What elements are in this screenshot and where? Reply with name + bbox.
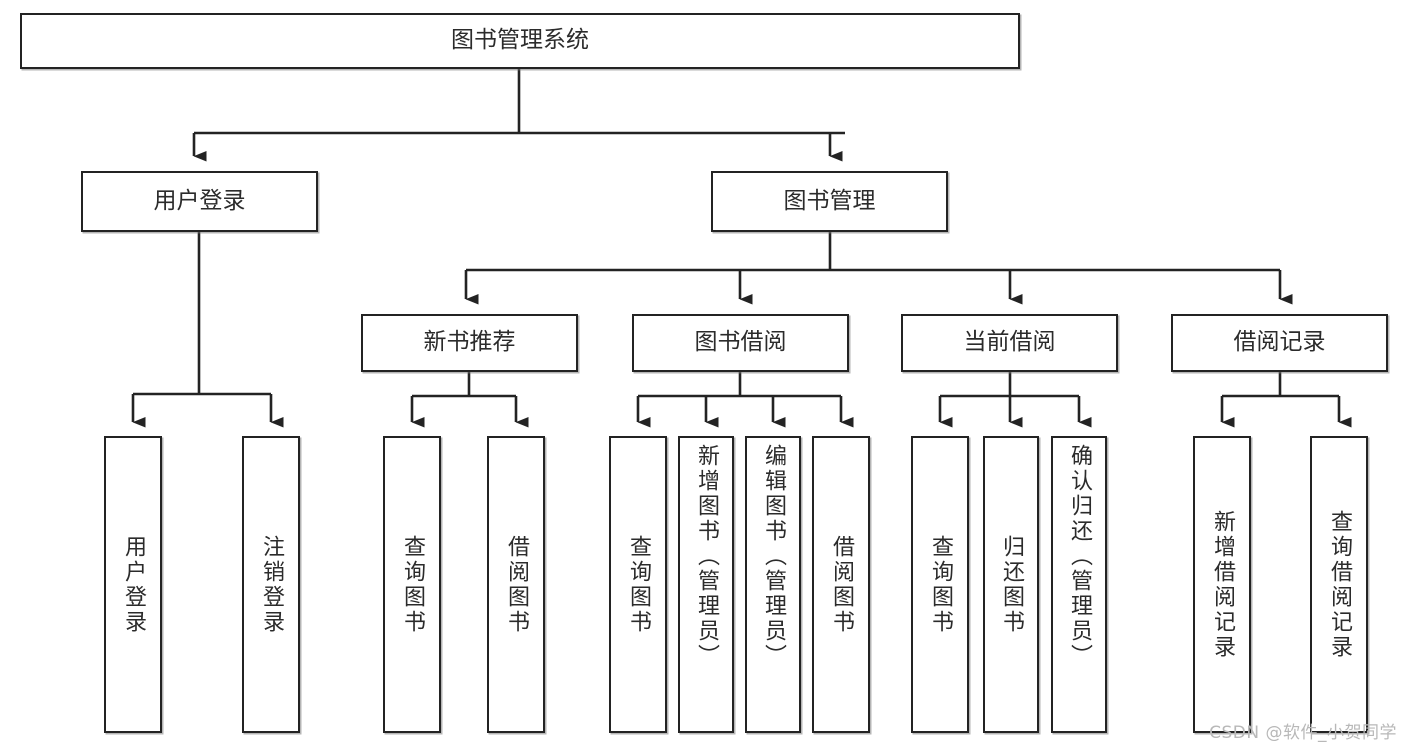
node-label: 借阅图书 xyxy=(504,534,529,635)
leaf-current-confirm-return[interactable]: 确认归还（管理员） xyxy=(1051,436,1107,733)
node-label: 归还图书 xyxy=(999,534,1024,635)
node-root-system[interactable]: 图书管理系统 xyxy=(20,13,1020,69)
node-label: 查询借阅记录 xyxy=(1327,509,1352,660)
leaf-current-query-book[interactable]: 查询图书 xyxy=(911,436,969,733)
node-label: 查询图书 xyxy=(928,534,953,635)
node-label: 编辑图书（管理员） xyxy=(761,444,786,669)
node-label: 查询图书 xyxy=(626,534,651,635)
leaf-borrow-edit-book[interactable]: 编辑图书（管理员） xyxy=(745,436,801,733)
watermark-text: CSDN @软件_小贺同学 xyxy=(1209,723,1397,743)
node-label: 新增图书（管理员） xyxy=(694,444,719,669)
leaf-borrow-add-book[interactable]: 新增图书（管理员） xyxy=(678,436,734,733)
leaf-new-book-borrow[interactable]: 借阅图书 xyxy=(487,436,545,733)
leaf-borrow-borrow-book[interactable]: 借阅图书 xyxy=(812,436,870,733)
leaf-new-book-query[interactable]: 查询图书 xyxy=(383,436,441,733)
node-label: 新书推荐 xyxy=(423,329,516,356)
node-current-borrow[interactable]: 当前借阅 xyxy=(901,314,1118,372)
node-label: 查询图书 xyxy=(400,534,425,635)
node-label: 用户登录 xyxy=(153,187,246,214)
node-label: 借阅记录 xyxy=(1233,329,1326,356)
node-label: 图书管理系统 xyxy=(451,27,589,54)
node-label: 借阅图书 xyxy=(829,534,854,635)
leaf-user-login-logout[interactable]: 注销登录 xyxy=(242,436,300,733)
node-label: 注销登录 xyxy=(259,534,284,635)
node-label: 确认归还（管理员） xyxy=(1067,444,1092,669)
node-user-login[interactable]: 用户登录 xyxy=(81,171,318,232)
leaf-user-login-login[interactable]: 用户登录 xyxy=(104,436,162,733)
node-label: 用户登录 xyxy=(121,534,146,635)
leaf-record-query[interactable]: 查询借阅记录 xyxy=(1310,436,1368,733)
node-book-management[interactable]: 图书管理 xyxy=(711,171,948,232)
leaf-record-add[interactable]: 新增借阅记录 xyxy=(1193,436,1251,733)
node-new-book-recommend[interactable]: 新书推荐 xyxy=(361,314,578,372)
node-book-borrow[interactable]: 图书借阅 xyxy=(632,314,849,372)
leaf-borrow-query-book[interactable]: 查询图书 xyxy=(609,436,667,733)
node-label: 当前借阅 xyxy=(963,329,1056,356)
node-borrow-record[interactable]: 借阅记录 xyxy=(1171,314,1388,372)
node-label: 图书管理 xyxy=(783,187,876,214)
leaf-current-return-book[interactable]: 归还图书 xyxy=(983,436,1039,733)
node-label: 图书借阅 xyxy=(694,329,787,356)
node-label: 新增借阅记录 xyxy=(1210,509,1235,660)
